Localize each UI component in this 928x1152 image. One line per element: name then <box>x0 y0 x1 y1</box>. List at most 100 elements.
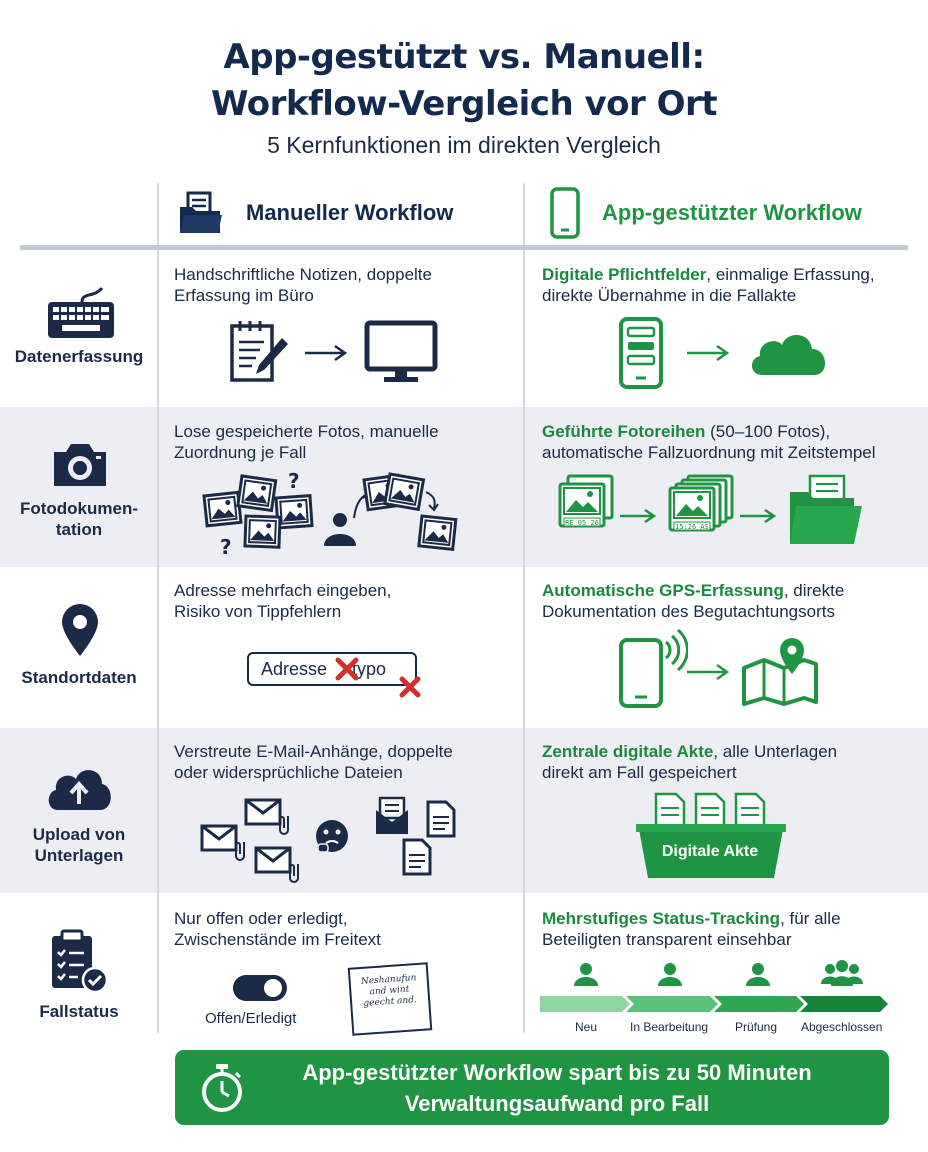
column-divider-left <box>157 183 159 1033</box>
status-tracker-illustration <box>540 960 888 1012</box>
digital-file-illustration <box>636 792 786 878</box>
row-1-manual-text: Handschriftliche Notizen, doppelte Erfas… <box>174 265 432 305</box>
address-text-after: typo <box>352 659 387 679</box>
row-5-app-highlight: Mehrstufiges Status-Tracking <box>542 909 781 928</box>
email-icon <box>200 824 238 852</box>
photo-stamp-2: 15:26 AS <box>675 523 709 531</box>
toggle-label: Offen/Erledigt <box>205 1010 297 1027</box>
column-header-manual-label: Manueller Workflow <box>246 199 454 225</box>
row-3-app-highlight: Automatische GPS-Erfassung <box>542 581 784 600</box>
digital-file-label: Digitale Akte <box>661 843 759 860</box>
column-header-manual: Manueller Workflow <box>178 185 453 240</box>
arrow-right-green-icon <box>687 344 730 362</box>
photo-stamp-1: RE 05 26 <box>565 519 599 527</box>
row-4-app-rest: , alle Unterlagen direkt am Fall gespeic… <box>542 742 838 782</box>
person-icon <box>324 513 356 546</box>
banner-line-2: Verwaltungsaufwand pro Fall <box>404 1090 710 1116</box>
title-line-2: Workflow-Vergleich vor Ort <box>210 84 718 124</box>
email-icon <box>244 798 282 826</box>
row-label-upload-text: Upload von Unterlagen <box>32 825 126 865</box>
smartphone-icon <box>550 186 580 239</box>
row-3-app-rest: , direkte Dokumentation des Begutachtung… <box>542 581 845 621</box>
document-icon <box>402 838 432 876</box>
confused-face-icon <box>316 820 348 853</box>
svg-text:?: ? <box>288 469 300 493</box>
person-icon <box>574 963 598 986</box>
cloud-icon <box>751 334 826 375</box>
map-pin-icon <box>742 638 818 706</box>
row-3-manual-text: Adresse mehrfach eingeben, Risiko von Ti… <box>174 581 392 621</box>
scattered-photos-illustration: ? ? <box>202 469 458 559</box>
location-pin-icon <box>62 604 98 656</box>
banner-text: App-gestützter Workflow spart bis zu 50 … <box>245 1057 889 1119</box>
error-x-icon <box>335 657 359 681</box>
title-line-1: App-gestützt vs. Manuell: <box>223 37 705 77</box>
phone-signal-icon <box>619 628 688 708</box>
status-step-label: Neu <box>575 1020 598 1034</box>
row-label-fotodokumentation-text: Fotodokumen- tation <box>19 499 139 539</box>
row-5-manual-text: Nur offen oder erledigt, Zwischenstände … <box>174 909 381 949</box>
email-icon <box>254 846 292 874</box>
row-3-app-text: Automatische GPS-Erfassung, direkte Doku… <box>542 580 844 622</box>
row-4-app-highlight: Zentrale digitale Akte <box>542 742 714 761</box>
row-4-app-text: Zentrale digitale Akte, alle Unterlagen … <box>542 741 837 783</box>
row-5-app-rest: , für alle Beteiligten transparent einse… <box>542 909 841 949</box>
document-icon <box>426 800 456 838</box>
page-title: App-gestützt vs. Manuell: Workflow-Vergl… <box>0 34 928 128</box>
arrow-right-icon <box>305 344 348 362</box>
row-label-datenerfassung: Datenerfassung <box>14 347 144 366</box>
clipboard-check-icon <box>52 929 109 994</box>
status-step-label: In Bearbeitung <box>630 1020 709 1034</box>
row-1-app-text: Digitale Pflichtfelder, einmalige Erfass… <box>542 264 875 306</box>
handwritten-note: Neshanufun and wint geecht and. <box>347 962 433 1036</box>
photo-icon <box>274 494 314 530</box>
row-2-app-text: Geführte Fotoreihen (50–100 Fotos), auto… <box>542 421 876 463</box>
desktop-monitor-icon <box>364 320 438 382</box>
form-phone-icon <box>619 317 663 389</box>
row-label-fallstatus: Fallstatus <box>39 1002 119 1021</box>
handwritten-note-text: Neshanufun and wint geecht and. <box>360 973 418 1009</box>
address-text-before: Adresse <box>261 659 333 679</box>
toggle-switch-icon <box>233 975 287 1001</box>
photo-icon <box>236 474 278 512</box>
keyboard-icon <box>48 286 114 338</box>
camera-icon <box>54 444 106 486</box>
page-subtitle: 5 Kernfunktionen im direkten Vergleich <box>267 132 661 158</box>
scattered-emails-illustration <box>200 796 456 883</box>
header-rule <box>20 245 908 250</box>
stopwatch-icon <box>202 1063 242 1112</box>
row-2-manual-text: Lose gespeicherte Fotos, manuelle Zuordn… <box>174 422 439 462</box>
error-x-icon <box>399 676 421 698</box>
notepad-pen-icon <box>230 321 288 382</box>
row-label-upload: Upload von Unterlagen <box>0 824 158 866</box>
row-label-fotodokumentation: Fotodokumen- tation <box>0 498 158 540</box>
photo-icon <box>202 490 243 528</box>
row-1-app-rest: , einmalige Erfassung, direkte Übernahme… <box>542 265 875 305</box>
person-icon <box>658 963 682 986</box>
arrow-right-green-icon <box>687 663 730 681</box>
group-icon <box>821 960 863 986</box>
row-label-standortdaten: Standortdaten <box>21 668 137 687</box>
address-field-illustration: Adresse typo <box>247 652 417 686</box>
folder-document-icon <box>180 191 222 233</box>
banner-line-1: App-gestützter Workflow spart bis zu 50 … <box>302 1059 812 1085</box>
status-step-label: Abgeschlossen <box>801 1020 883 1034</box>
open-email-icon <box>376 796 408 834</box>
savings-banner: App-gestützter Workflow spart bis zu 50 … <box>175 1050 889 1125</box>
column-divider-right <box>523 183 525 1033</box>
photo-icon <box>417 514 458 551</box>
row-2-app-rest: (50–100 Fotos), automatische Fallzuordnu… <box>542 422 876 462</box>
column-header-app: App-gestützter Workflow <box>550 185 862 240</box>
column-header-app-label: App-gestützter Workflow <box>602 199 862 225</box>
photo-icon <box>243 514 282 549</box>
row-1-app-highlight: Digitale Pflichtfelder <box>542 265 707 284</box>
row-4-manual-text: Verstreute E-Mail-Anhänge, doppelte oder… <box>174 742 453 782</box>
photo-icon <box>383 472 425 511</box>
person-icon <box>746 963 770 986</box>
folder-open-icon <box>790 474 862 544</box>
photo-series-illustration: RE 05 26 15:26 AS <box>558 474 862 544</box>
row-5-app-text: Mehrstufiges Status-Tracking, für alle B… <box>542 908 841 950</box>
row-photo-background <box>0 407 928 567</box>
row-2-app-highlight: Geführte Fotoreihen <box>542 422 706 441</box>
status-step-label: Prüfung <box>735 1020 778 1034</box>
